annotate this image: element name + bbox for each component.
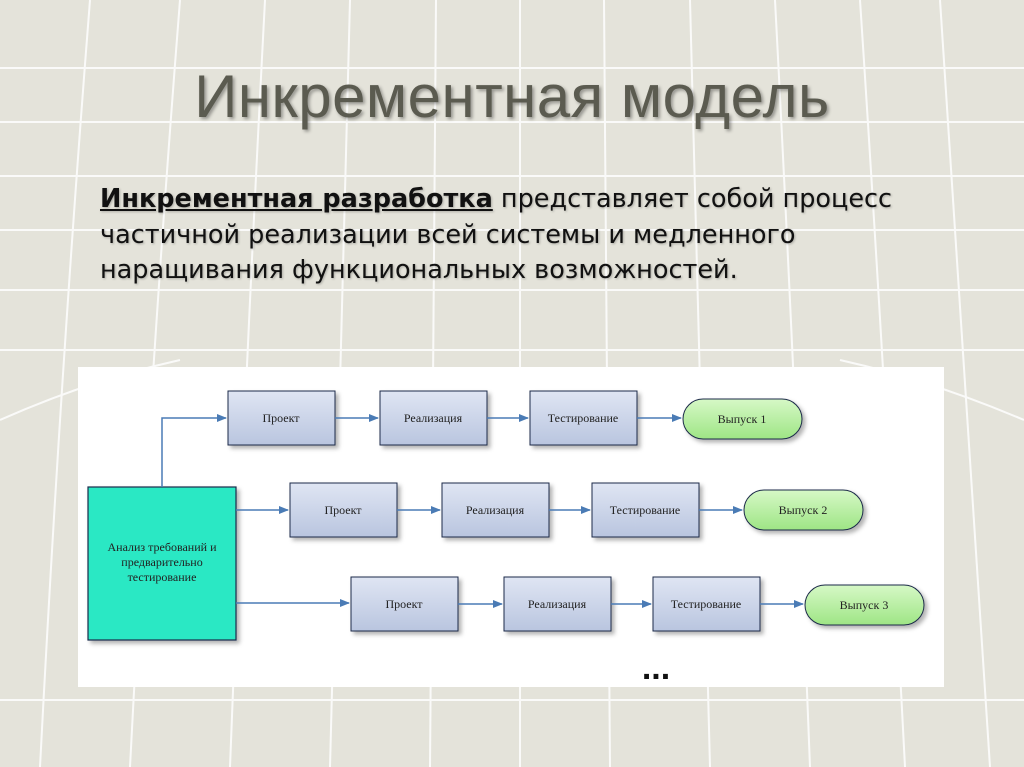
implementation-label: Реализация <box>404 411 463 425</box>
continuation-ellipsis: ... <box>642 649 670 687</box>
analysis-label-line-2: предварительно <box>121 555 202 569</box>
testing-label: Тестирование <box>610 503 681 517</box>
implementation-box <box>503 576 612 632</box>
connector-analysis-to-row-1 <box>161 414 227 487</box>
implementation-label: Реализация <box>466 503 525 517</box>
implementation-label: Реализация <box>528 597 587 611</box>
incremental-model-diagram: Анализ требований и предварительно тести… <box>78 367 944 687</box>
release-pill <box>743 489 864 531</box>
increment-row-3: Проект Реализация Тестирование Выпуск 3 <box>350 576 925 632</box>
release-label: Выпуск 2 <box>779 503 828 517</box>
design-label: Проект <box>324 503 362 517</box>
increment-row-1: Проект Реализация Тестирование Выпуск 1 <box>227 390 803 446</box>
analysis-box: Анализ требований и предварительно тести… <box>87 486 237 641</box>
release-pill <box>682 398 803 440</box>
release-pill <box>804 584 925 626</box>
analysis-label-line-3: тестирование <box>128 570 197 584</box>
release-label: Выпуск 3 <box>840 598 889 612</box>
definition-term: Инкрементная разработка <box>100 184 493 214</box>
definition-paragraph: Инкрементная разработка представляет соб… <box>100 182 900 289</box>
implementation-box <box>441 482 550 538</box>
release-label: Выпуск 1 <box>718 412 767 426</box>
testing-box <box>591 482 700 538</box>
implementation-box <box>379 390 488 446</box>
analysis-label-line-1: Анализ требований и <box>107 540 217 554</box>
testing-label: Тестирование <box>548 411 619 425</box>
design-label: Проект <box>262 411 300 425</box>
definition-text: представляет собой процесс частичной реа… <box>100 184 893 285</box>
design-label: Проект <box>385 597 423 611</box>
increment-row-2: Проект Реализация Тестирование Выпуск 2 <box>289 482 864 538</box>
slide-title: Инкрементная модель <box>194 63 830 130</box>
design-box <box>289 482 398 538</box>
testing-label: Тестирование <box>671 597 742 611</box>
